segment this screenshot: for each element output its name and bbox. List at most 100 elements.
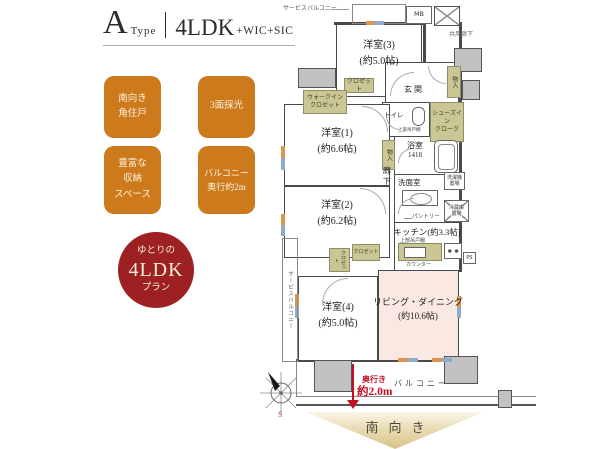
pillar <box>462 80 480 100</box>
ps-label: PS <box>466 255 473 261</box>
pillar <box>314 360 352 392</box>
badge-line: 奥行約2m <box>207 182 246 192</box>
pillar <box>444 356 478 384</box>
mb-label: MB <box>413 10 425 19</box>
type-letter: A <box>103 4 128 41</box>
wic-label: クロゼット <box>309 102 340 109</box>
balcony-post <box>498 390 512 408</box>
room-name: リビング・ダイニング <box>372 297 463 307</box>
shoes-in-closet: シューズイン クローク <box>430 102 464 142</box>
service-balcony-left-label: サービスバルコニー <box>287 270 293 330</box>
toilet-icon <box>412 107 425 126</box>
pantry-label: パントリー <box>412 214 440 220</box>
washroom-label: 洗面室 <box>398 178 421 187</box>
room-size: (約5.0帖) <box>359 55 399 67</box>
monoire-label: 物入 <box>385 149 393 161</box>
closet-bedroom4: クロゼット <box>329 248 350 272</box>
room-name: 浴室 <box>407 141 423 150</box>
depth-arrowhead <box>347 400 359 409</box>
type-word: Type <box>130 24 157 37</box>
balcony-edge <box>296 361 297 397</box>
badge-line: 3面採光 <box>209 101 244 112</box>
wall-entry <box>423 22 426 66</box>
title-divider <box>165 11 167 38</box>
south-direction-arrow: 南向き <box>306 412 484 449</box>
plan-seal: ゆとりの 4LDK プラン <box>118 232 194 308</box>
badge-line: 南向き <box>118 93 147 104</box>
bedroom1-label: 洋室(1) (約6.6帖) <box>284 126 390 157</box>
feature-badge-three-sides: 3面採光 <box>198 76 255 138</box>
toilet-label: トイレ <box>384 112 404 119</box>
room-name: 洋室(2) <box>321 200 353 211</box>
closet-label: クロゼット <box>346 77 371 93</box>
badge-line: バルコニー <box>204 167 249 178</box>
bedroom2-label: 洋室(2) (約6.2帖) <box>284 198 390 229</box>
room-size: (約6.2帖) <box>317 215 357 227</box>
window-mark <box>398 358 418 362</box>
closet-label: クロゼット <box>333 250 347 270</box>
closet-bedroom2: クロゼット <box>352 244 380 261</box>
room-size: (約5.0帖) <box>318 317 358 329</box>
service-balcony-left: サービスバルコニー <box>282 238 298 362</box>
storage-bath: 物入 <box>382 140 395 170</box>
kitchen-label: キッチン(約3.3帖) <box>393 227 461 237</box>
fridge-label: 冷蔵庫 <box>448 205 464 211</box>
badge-line: 角住戸 <box>118 109 147 119</box>
feature-badge-storage: 豊富な 収納 スペース <box>104 146 161 214</box>
counter-label: カウンター <box>406 262 432 268</box>
room-size: (約10.6帖) <box>398 310 438 321</box>
room-size: (約6.6帖) <box>317 143 357 155</box>
bathtub-inner <box>438 144 455 170</box>
badge-line: 豊富な <box>118 159 147 170</box>
walk-in-closet: ウォークイン クロゼット <box>303 90 347 114</box>
fridge-label: 置場 <box>451 211 462 217</box>
hallway-label: 廊下 <box>382 166 392 188</box>
compass-south-label: S <box>278 410 282 418</box>
leader-line <box>404 218 412 219</box>
wall-right <box>459 22 462 272</box>
elevator-icon <box>434 6 460 26</box>
window-mark <box>281 146 285 170</box>
compass-icon: S <box>260 372 302 418</box>
plan-type: 4LDK <box>175 14 235 40</box>
plan-title: A Type 4LDK +WIC+SIC <box>103 4 295 46</box>
plan-suffix: +WIC+SIC <box>236 24 294 37</box>
pillar <box>298 68 336 88</box>
depth-arrow <box>352 364 354 402</box>
entrance-label: 玄関 <box>404 85 424 94</box>
window-mark <box>366 21 384 25</box>
washer-label: 洗濯機 <box>446 175 462 181</box>
storage-entrance: 物入 <box>447 66 461 98</box>
door-arc <box>398 148 413 163</box>
depth-value: 約2.0m <box>357 386 393 398</box>
stove-icon <box>444 243 462 259</box>
sic-label: クローク <box>434 125 459 133</box>
fridge-space: 冷蔵庫 置場 <box>444 200 469 222</box>
wic-label: ウォークイン <box>306 94 343 102</box>
bedroom4-label: 洋室(4) (約5.0帖) <box>298 300 378 331</box>
room-name: 洋室(1) <box>321 128 353 139</box>
balcony-label: バルコニー <box>394 379 449 388</box>
seal-line: プラン <box>141 282 171 293</box>
service-balcony-top-label: サービスバルコニー <box>283 5 337 12</box>
washer-label: 置場 <box>449 181 460 187</box>
meter-box: MB <box>406 6 432 24</box>
toilet-shelf-label: 上部吊戸棚 <box>398 128 421 133</box>
common-corridor-label: 共用廊下 <box>449 31 474 38</box>
bathroom-label: 浴室 1418 <box>396 141 434 160</box>
depth-label: 奥行き <box>362 375 386 384</box>
closet-bedroom3: クロゼット <box>344 78 374 93</box>
closet-label: クロゼット <box>353 249 379 256</box>
monoire-label: 物入 <box>450 76 458 88</box>
living-dining-label: リビング・ダイニング (約10.6帖) <box>368 296 468 324</box>
window-mark <box>432 358 452 362</box>
balcony-rail <box>296 396 536 406</box>
badge-line: スペース <box>114 189 151 200</box>
room-size: 1418 <box>408 151 422 160</box>
window-mark <box>281 214 285 236</box>
kitchen-sink-icon <box>404 247 426 258</box>
seal-line: ゆとりの <box>136 245 175 256</box>
pipe-space: PS <box>463 252 476 264</box>
south-label: 南向き <box>365 420 435 435</box>
